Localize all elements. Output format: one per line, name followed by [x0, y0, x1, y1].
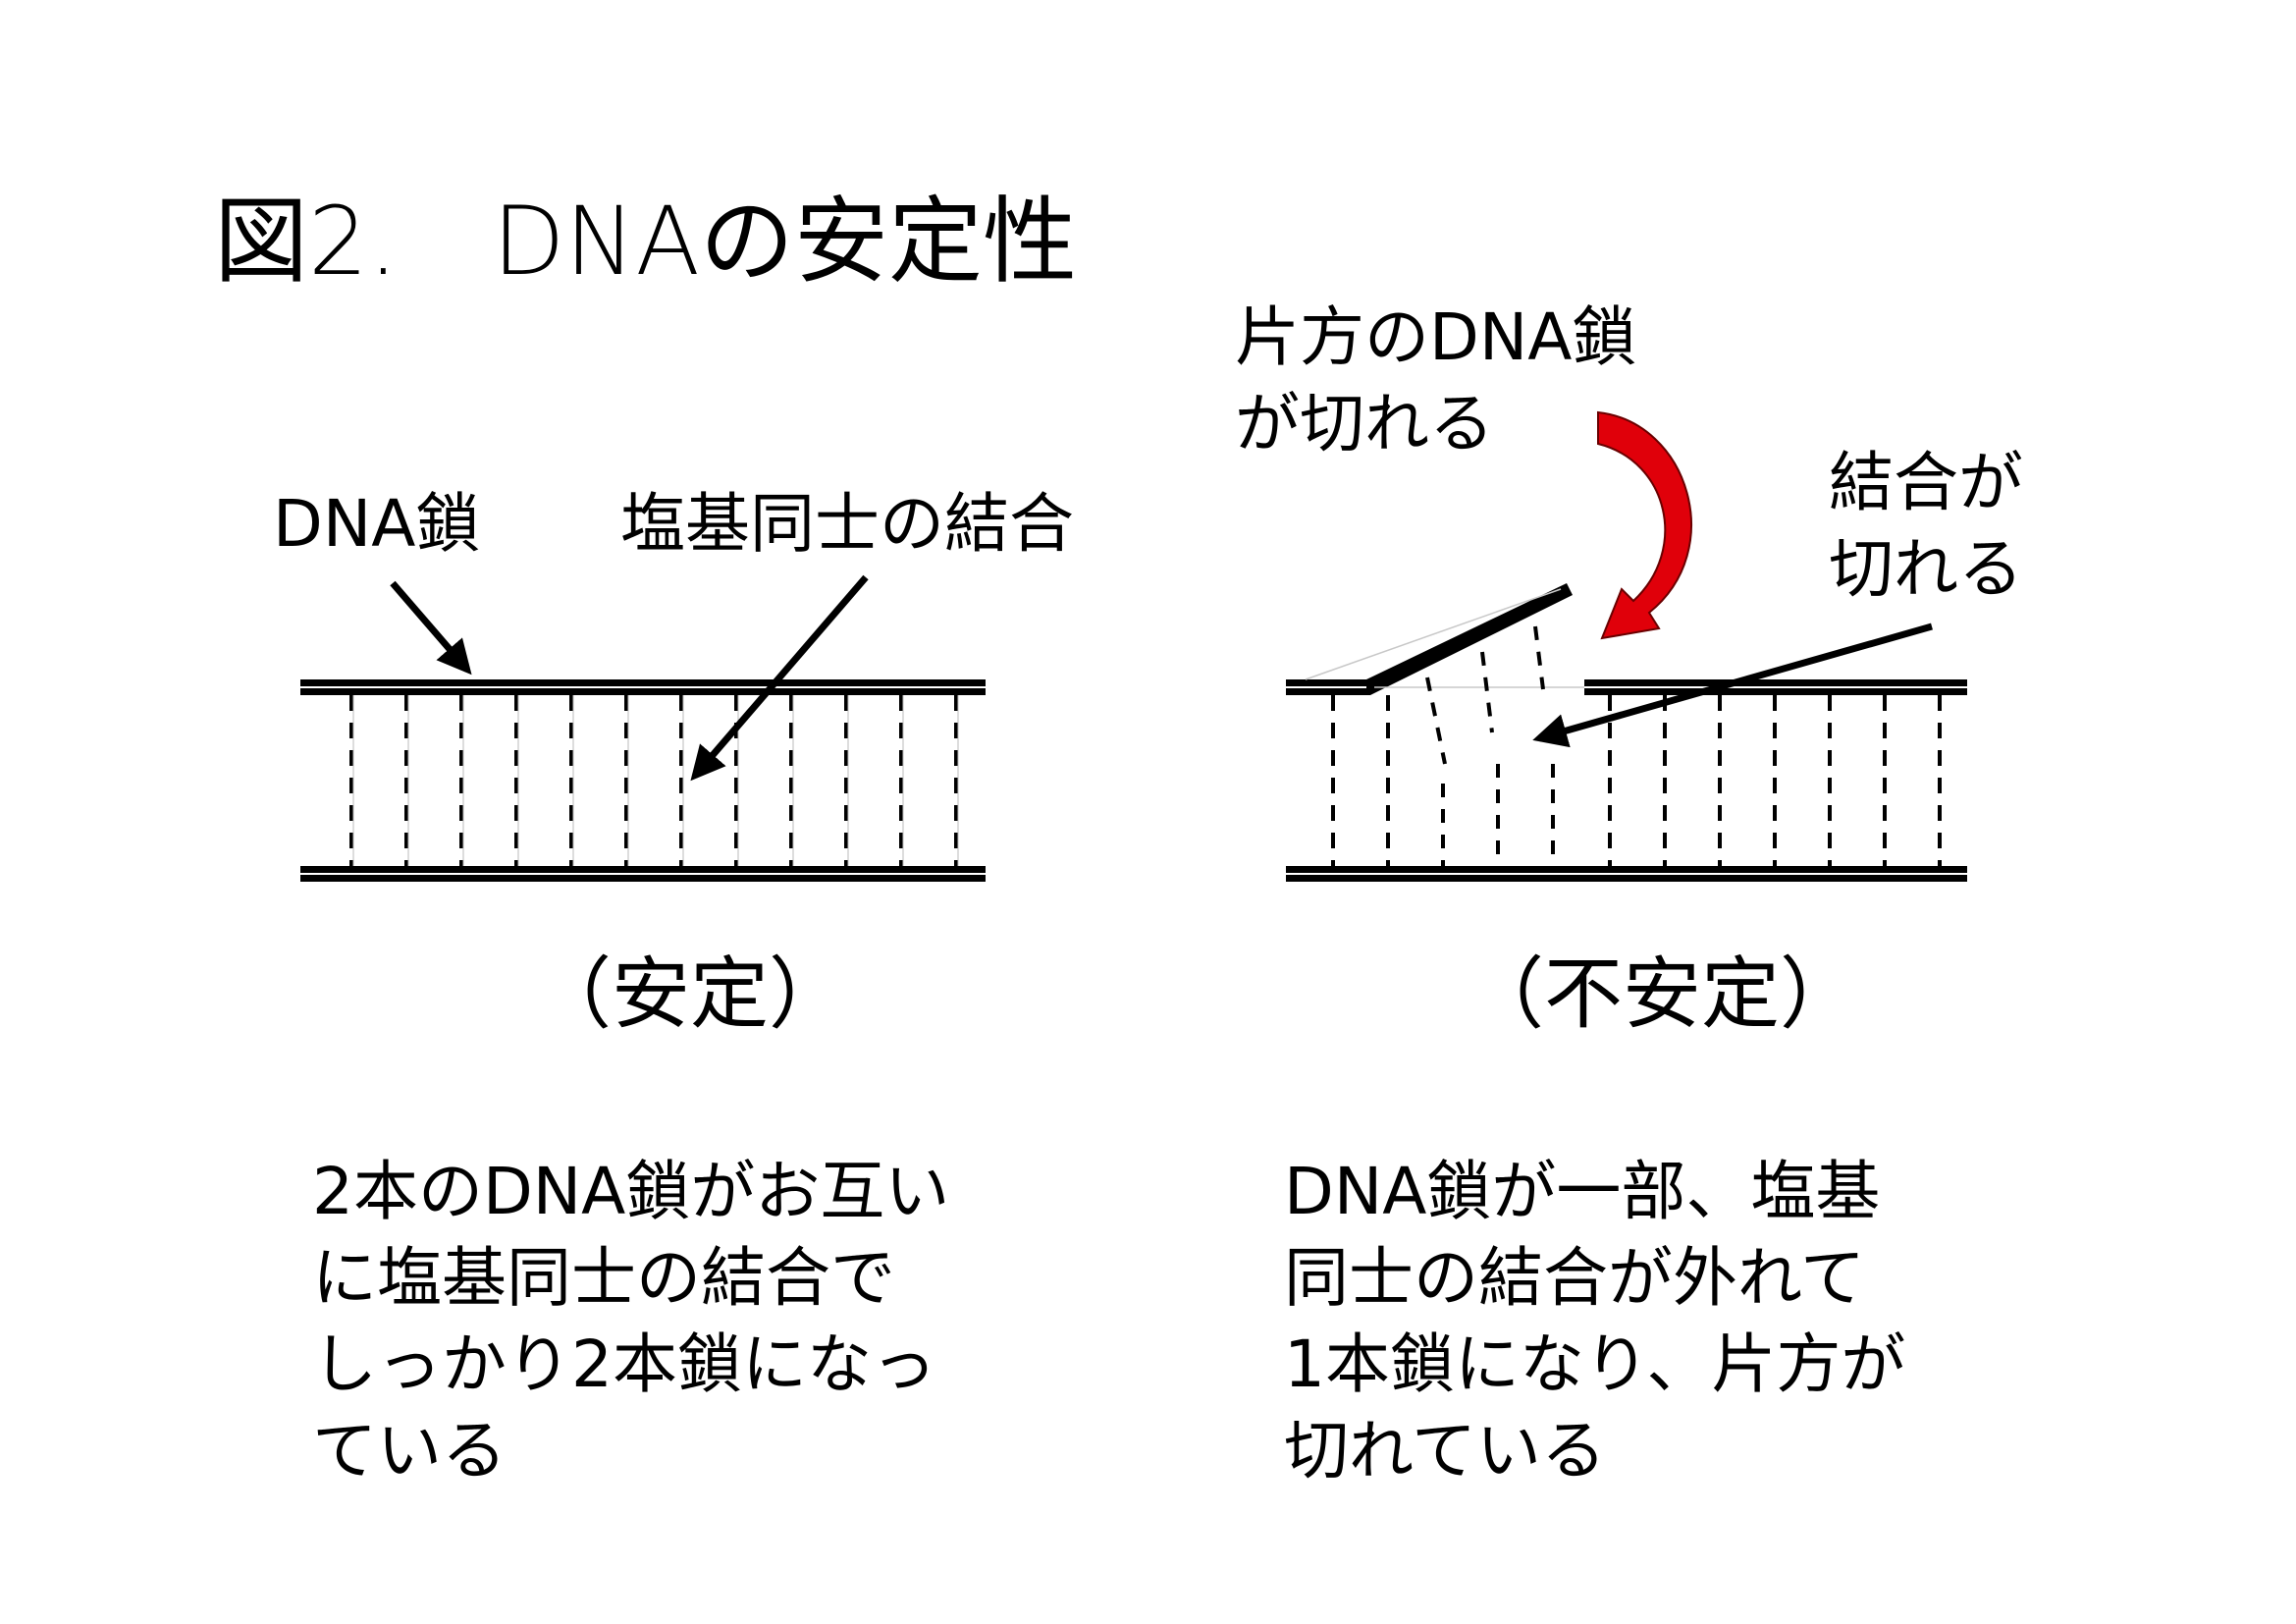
description-stable-line-4: ている [312, 1413, 507, 1489]
arrow-to-strand [390, 580, 472, 676]
description-stable-line-1: 2本のDNA鎖がお互い [312, 1154, 950, 1229]
description-unstable-line-1: DNA鎖が一部、塩基 [1284, 1154, 1881, 1229]
label-dna-strand: DNA鎖 [273, 486, 481, 562]
unstable-broken-bonds-upper [1425, 625, 1545, 765]
description-unstable-line-2: 同士の結合が外れて [1284, 1240, 1866, 1316]
description-stable-line-2: に塩基同士の結合で [312, 1240, 895, 1316]
stable-top-strand [300, 679, 986, 695]
description-stable-line-3: しっかり2本鎖になっ [312, 1326, 936, 1402]
label-bond-break-line-2: 切れる [1829, 531, 2023, 607]
description-unstable-line-3: 1本鎖になり、片方が [1284, 1326, 1906, 1402]
unstable-bottom-strand [1286, 866, 1967, 882]
unstable-intact-bonds [1331, 695, 1942, 866]
caption-unstable: （不安定） [1466, 948, 1858, 1040]
stable-bottom-strand [300, 866, 986, 882]
label-bond-break-line-1: 結合が [1829, 445, 2023, 520]
figure-title: 図2. DNAの安定性 [214, 187, 1077, 297]
description-unstable: DNA鎖が一部、塩基 同士の結合が外れて 1本鎖になり、片方が 切れている [1284, 1149, 1905, 1494]
description-stable: 2本のDNA鎖がお互い に塩基同士の結合で しっかり2本鎖になっ ている [312, 1149, 949, 1494]
stable-bond-thin-lines [352, 695, 959, 866]
unstable-top-strand-right [1584, 679, 1967, 695]
label-base-bond: 塩基同士の結合 [620, 486, 1074, 562]
unstable-dna [1286, 410, 1967, 882]
stable-dna [300, 574, 986, 882]
label-bond-break: 結合が 切れる [1829, 440, 2023, 613]
curved-red-arrow [1597, 410, 1692, 640]
label-strand-break-line-1: 片方のDNA鎖 [1235, 299, 1637, 375]
arrow-to-broken-bond [1532, 623, 1933, 748]
label-strand-break-line-2: が切れる [1235, 386, 1494, 461]
label-strand-break: 片方のDNA鎖 が切れる [1235, 295, 1636, 467]
description-unstable-line-4: 切れている [1284, 1413, 1607, 1489]
arrow-to-bond [690, 574, 869, 782]
unstable-broken-bonds-lower [1441, 764, 1555, 866]
caption-stable: （安定） [533, 948, 847, 1040]
unstable-ghost-outline [1305, 588, 1584, 688]
stable-base-bonds [349, 695, 958, 866]
